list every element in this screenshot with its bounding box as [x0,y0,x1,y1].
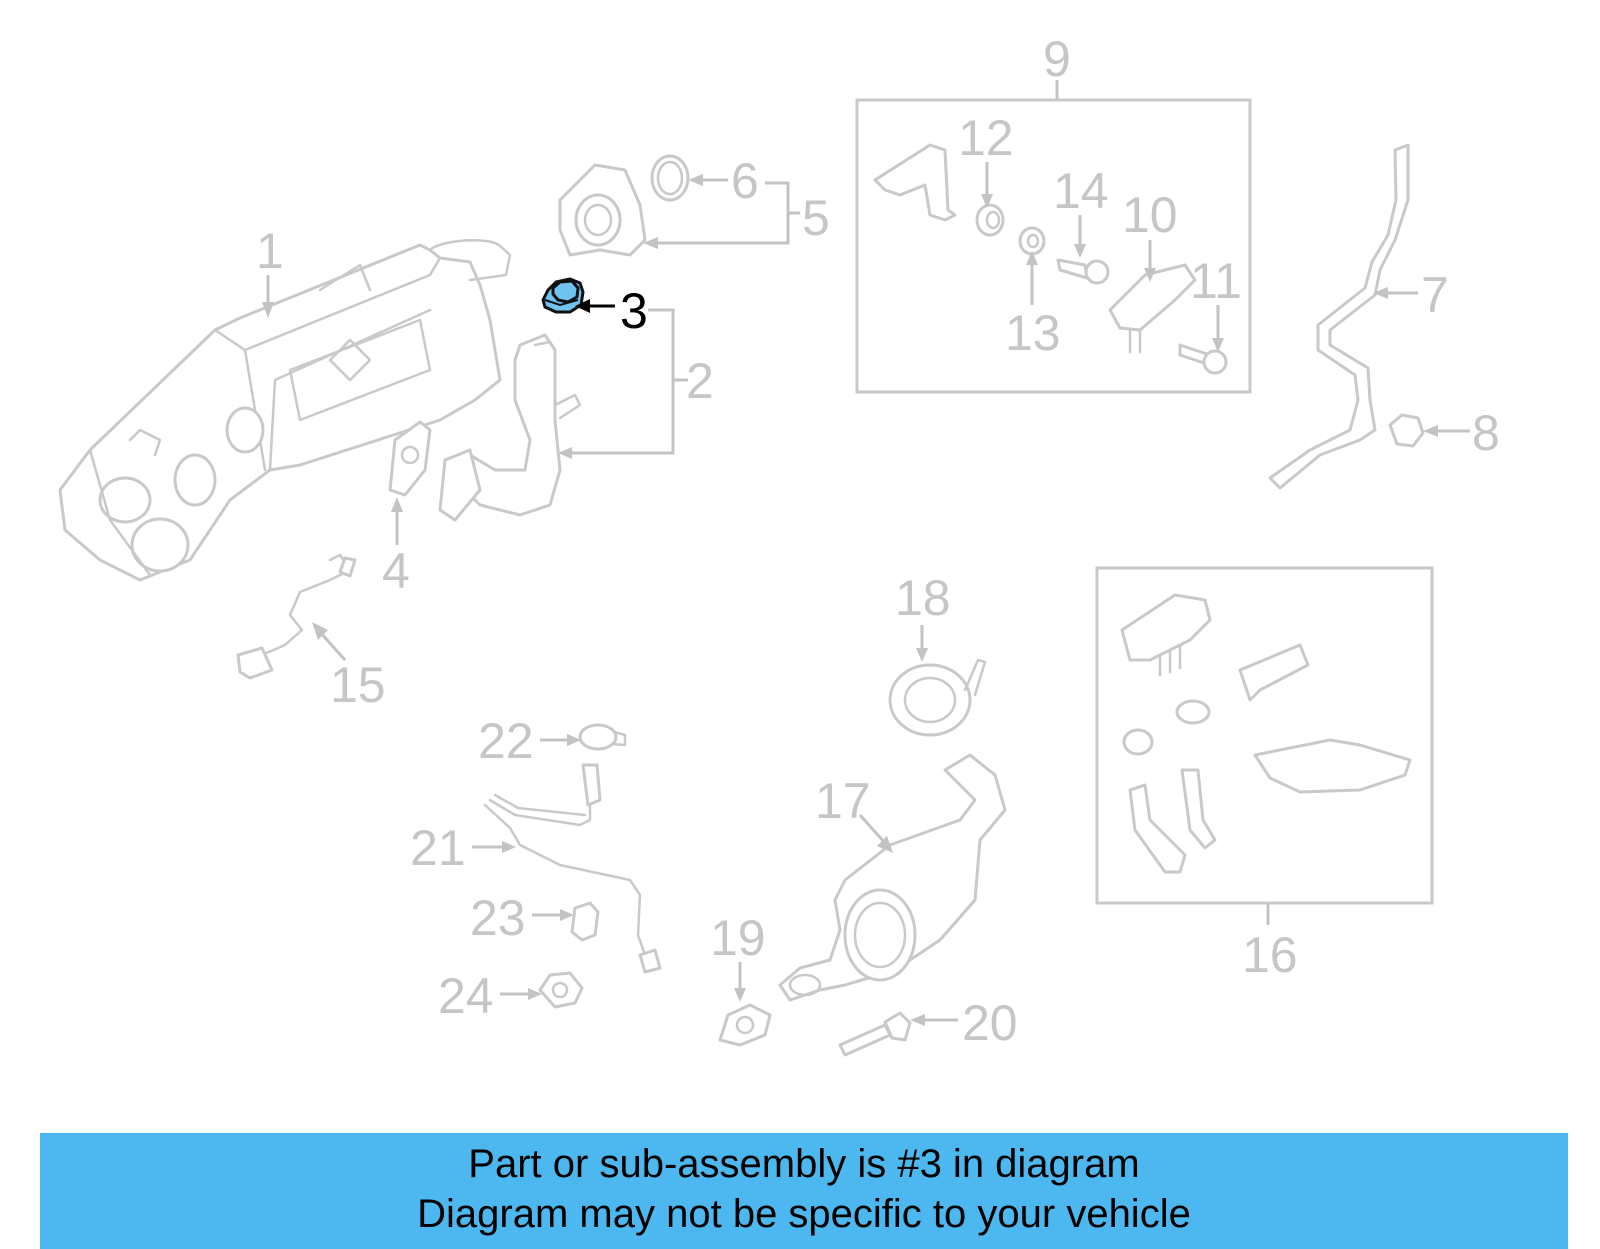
callout-1: 1 [256,223,284,279]
callout-19: 19 [710,910,766,966]
leader-lines [262,80,1470,1026]
part-10-pressure-sensor [1108,263,1197,354]
part-12-bushing [975,203,1005,237]
callout-4: 4 [382,543,410,599]
callout-20: 20 [962,995,1018,1051]
callout-12: 12 [958,110,1014,166]
part-16-kit-box [1095,566,1434,905]
info-banner: Part or sub-assembly is #3 in diagram Di… [40,1133,1568,1249]
part-15-sensor-wire [236,553,357,680]
callout-16: 16 [1242,927,1298,983]
part-7-pipe [1268,143,1410,490]
callout-17: 17 [815,773,871,829]
callout-24: 24 [438,968,494,1024]
part-23-clip [570,901,600,942]
callout-numbers: 1 2 3 4 5 6 7 8 9 10 11 12 13 14 15 16 1… [256,31,1500,1051]
part-18-flange [888,658,987,737]
callout-14: 14 [1053,163,1109,219]
part-2-egr-pipe [438,333,582,522]
part-13-washer [1018,226,1046,256]
callout-5: 5 [802,190,830,246]
callout-6: 6 [731,153,759,209]
part-8-nut [1388,413,1425,448]
part-22-clamp [578,723,627,751]
callout-23: 23 [470,890,526,946]
part-11-bolt [1178,343,1228,375]
callout-8: 8 [1472,405,1500,461]
part-19-gasket [718,1003,772,1047]
part-14-bolt [1056,258,1110,285]
part-5-valve-housing [558,163,647,257]
callout-10: 10 [1122,187,1178,243]
banner-line-part: Part or sub-assembly is #3 in diagram [468,1142,1140,1186]
callout-7: 7 [1421,267,1449,323]
callout-21: 21 [410,820,466,876]
callout-18: 18 [895,570,951,626]
callout-22: 22 [478,713,534,769]
part-3-seal-cap [541,277,585,314]
banner-line-disclaimer: Diagram may not be specific to your vehi… [417,1192,1191,1236]
part-20-bolt [838,1011,912,1057]
callout-9: 9 [1043,31,1071,87]
callout-15: 15 [330,657,386,713]
part-6-o-ring [650,154,690,202]
part-1-egr-cooler [58,239,512,582]
callout-3-highlighted: 3 [620,283,648,339]
part-4-gasket [388,420,432,497]
part-21-tube [483,763,662,974]
part-24-nut [538,971,584,1009]
callout-2: 2 [686,353,714,409]
callout-13: 13 [1005,305,1061,361]
part-9-kit-box [855,98,1252,394]
callout-11: 11 [1190,253,1242,309]
part-17-converter [778,753,1007,1002]
